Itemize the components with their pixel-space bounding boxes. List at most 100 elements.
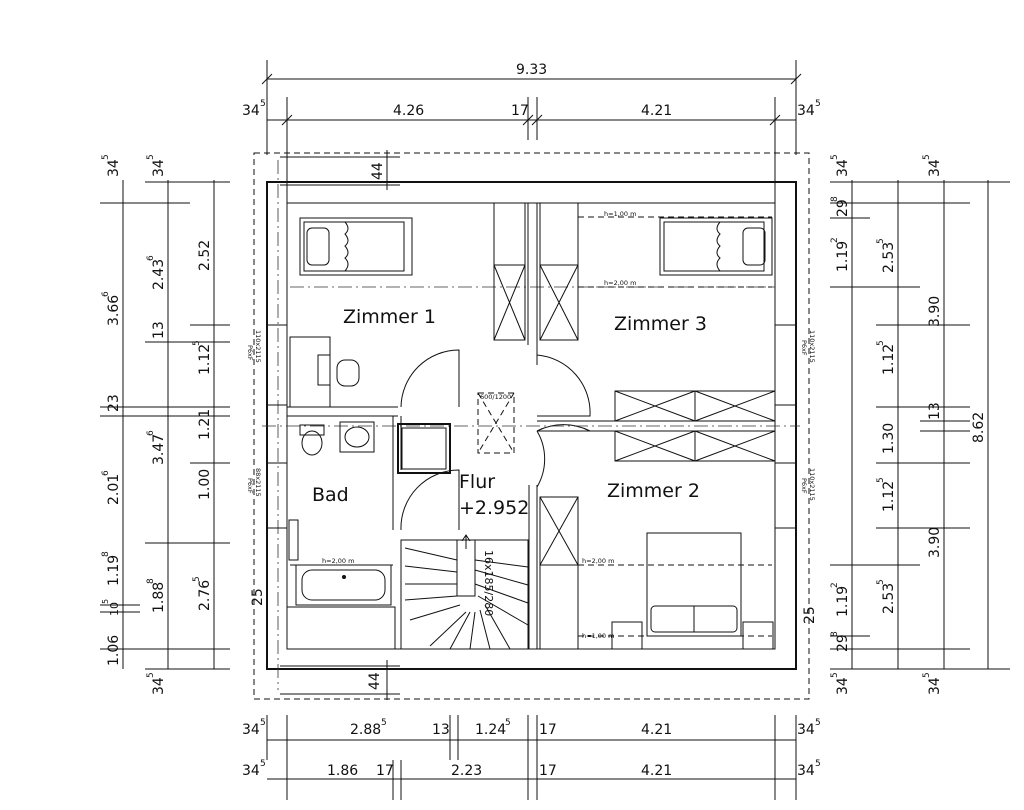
dim-left-outer-sup-4: 5 (101, 599, 110, 604)
window-left-top (266, 324, 288, 406)
note-h200-z3: h=2,00 m (604, 279, 636, 287)
dim-right-inner-sup-7: 2 (830, 582, 840, 588)
dim-left-inner-5: 25 (250, 588, 266, 606)
note-h200-z2: h=2,00 m (582, 557, 614, 565)
sink (339, 421, 375, 453)
dim-b1-w1: 13 (432, 722, 450, 738)
dim-b1-b: 1.24 (475, 722, 506, 738)
dim-left-inner-3: 1.00 (197, 469, 213, 500)
dim-b1-a-sup: 5 (381, 718, 387, 728)
dim-b1-c: 4.21 (641, 722, 672, 738)
dim-left-top-b-sup: 5 (146, 154, 156, 160)
dim-b1-l-sup: 5 (260, 718, 266, 728)
dim-left-bottom-sup: 5 (146, 672, 156, 678)
note-window-right-bot: 110x2115 (808, 468, 816, 501)
room-label-zimmer1: Zimmer 1 (343, 306, 436, 328)
note-window-right-bot2: P6xF (800, 478, 808, 494)
dim-right-outer-0: 3.90 (927, 296, 943, 327)
dim-left-inner-sup-4: 5 (192, 576, 202, 582)
dim-b2-w2: 17 (539, 763, 557, 779)
desk-screen (317, 354, 331, 386)
dim-right-top-b-sup: 5 (922, 154, 932, 160)
room-label-flur: Flur (459, 471, 495, 493)
dim-b1-a: 2.88 (350, 722, 381, 738)
room-label-bad: Bad (312, 484, 349, 506)
dim-left-inner-4: 2.76 (197, 580, 213, 611)
door-bad (400, 469, 460, 531)
note-h100-z3: h=1,00 m (604, 210, 636, 218)
note-window-left-top: 110x2115 (254, 330, 262, 363)
dim-right-bot-a: 34 (835, 677, 851, 695)
bath-counter (286, 606, 396, 650)
staircase (404, 534, 529, 650)
bath-cabinet (288, 519, 299, 561)
dim-left-outer-4: 10 (108, 602, 121, 616)
dim-b1-r: 34 (797, 722, 815, 738)
dim-left-mid-sup-2: 6 (146, 430, 156, 436)
dim-left-mid-3: 1.88 (151, 582, 167, 613)
window-left-bottom (266, 462, 288, 529)
bathtub (295, 564, 392, 606)
bed-zimmer3 (659, 217, 773, 276)
wardrobe-zimmer2-left (539, 496, 579, 650)
dim-right-top-a: 34 (835, 159, 851, 177)
dim-left-top-a-sup: 5 (101, 154, 111, 160)
dim-left-mid-0: 2.43 (151, 259, 167, 290)
dim-right-inner-sup-2: 5 (876, 238, 886, 244)
dim-left-outer-0: 3.66 (106, 295, 122, 326)
note-window-right-top: 110x2115 (808, 330, 816, 363)
desk-chair (336, 359, 360, 387)
window-right-top (774, 324, 797, 406)
room-label-zimmer2: Zimmer 2 (607, 480, 700, 502)
dim-right-inner-8: 29 (835, 634, 851, 652)
dim-right-outer-3: 8.62 (971, 412, 987, 443)
outer-wall-outline (266, 181, 797, 670)
shower (397, 423, 451, 474)
dim-right-inner-sup-6: 5 (876, 579, 886, 585)
dim-right-bot-b-sup: 5 (922, 672, 932, 678)
dim-left-outer-2: 2.01 (106, 474, 122, 505)
dim-left-outer-sup-0: 6 (101, 291, 111, 297)
dim-left-inner-sup-1: 5 (192, 340, 202, 346)
dim-bottom-inset: 44 (367, 672, 383, 690)
dim-right-inner-0: 29 (835, 199, 851, 217)
bed-zimmer1 (299, 217, 413, 276)
dim-right-inner-4: 13 (927, 402, 943, 420)
window-right-bottom (774, 462, 797, 529)
dim-left-outer-5: 1.06 (106, 635, 122, 666)
dim-right-top-b: 34 (927, 159, 943, 177)
dim-left-inner-0: 2.52 (197, 240, 213, 271)
dim-right-bot-a-sup: 5 (830, 672, 840, 678)
dim-left: 3.66 6 23 2.01 6 1.19 8 10 5 1.06 2.43 6… (100, 154, 266, 695)
dim-left-bottom: 34 (151, 677, 167, 695)
dim-left-top-b: 34 (151, 159, 167, 177)
dim-right-inner-sup-1: 2 (830, 237, 840, 243)
dim-b2-r: 34 (797, 763, 815, 779)
dim-top-l-sup: 5 (260, 99, 266, 109)
wardrobe-zimmer2-top (614, 430, 776, 462)
dim-right-outer-2: 3.90 (927, 527, 943, 558)
door-zimmer2 (536, 424, 591, 488)
room-label-zimmer3: Zimmer 3 (614, 313, 707, 335)
dim-left-outer-sup-2: 6 (101, 470, 111, 476)
dim-left-inner-2: 1.21 (197, 409, 213, 440)
wardrobe-zimmer3 (539, 202, 579, 341)
dim-left-mid-sup-0: 6 (146, 255, 156, 261)
door-zimmer3 (536, 354, 591, 417)
dim-top-left-room: 4.26 (393, 103, 424, 119)
note-h200-bad: h=2,00 m (322, 557, 354, 565)
dim-left-mid-1: 13 (151, 321, 167, 339)
dim-top-wall: 17 (511, 103, 529, 119)
dim-b1-w2: 17 (539, 722, 557, 738)
dim-right-inner-sup-0: 8 (830, 196, 840, 202)
dim-left-outer-sup-3: 8 (101, 551, 111, 557)
wardrobe-zimmer3-bottom (614, 390, 776, 422)
dim-right-inner-1: 1.19 (835, 241, 851, 272)
note-window-left-bot2: P6xF (246, 478, 254, 494)
dim-top-inset: 44 (370, 162, 386, 180)
desk (289, 336, 331, 408)
dim-left-mid-sup-3: 8 (146, 578, 156, 584)
toilet (299, 424, 325, 456)
dim-top-total: 9.33 (516, 62, 547, 78)
